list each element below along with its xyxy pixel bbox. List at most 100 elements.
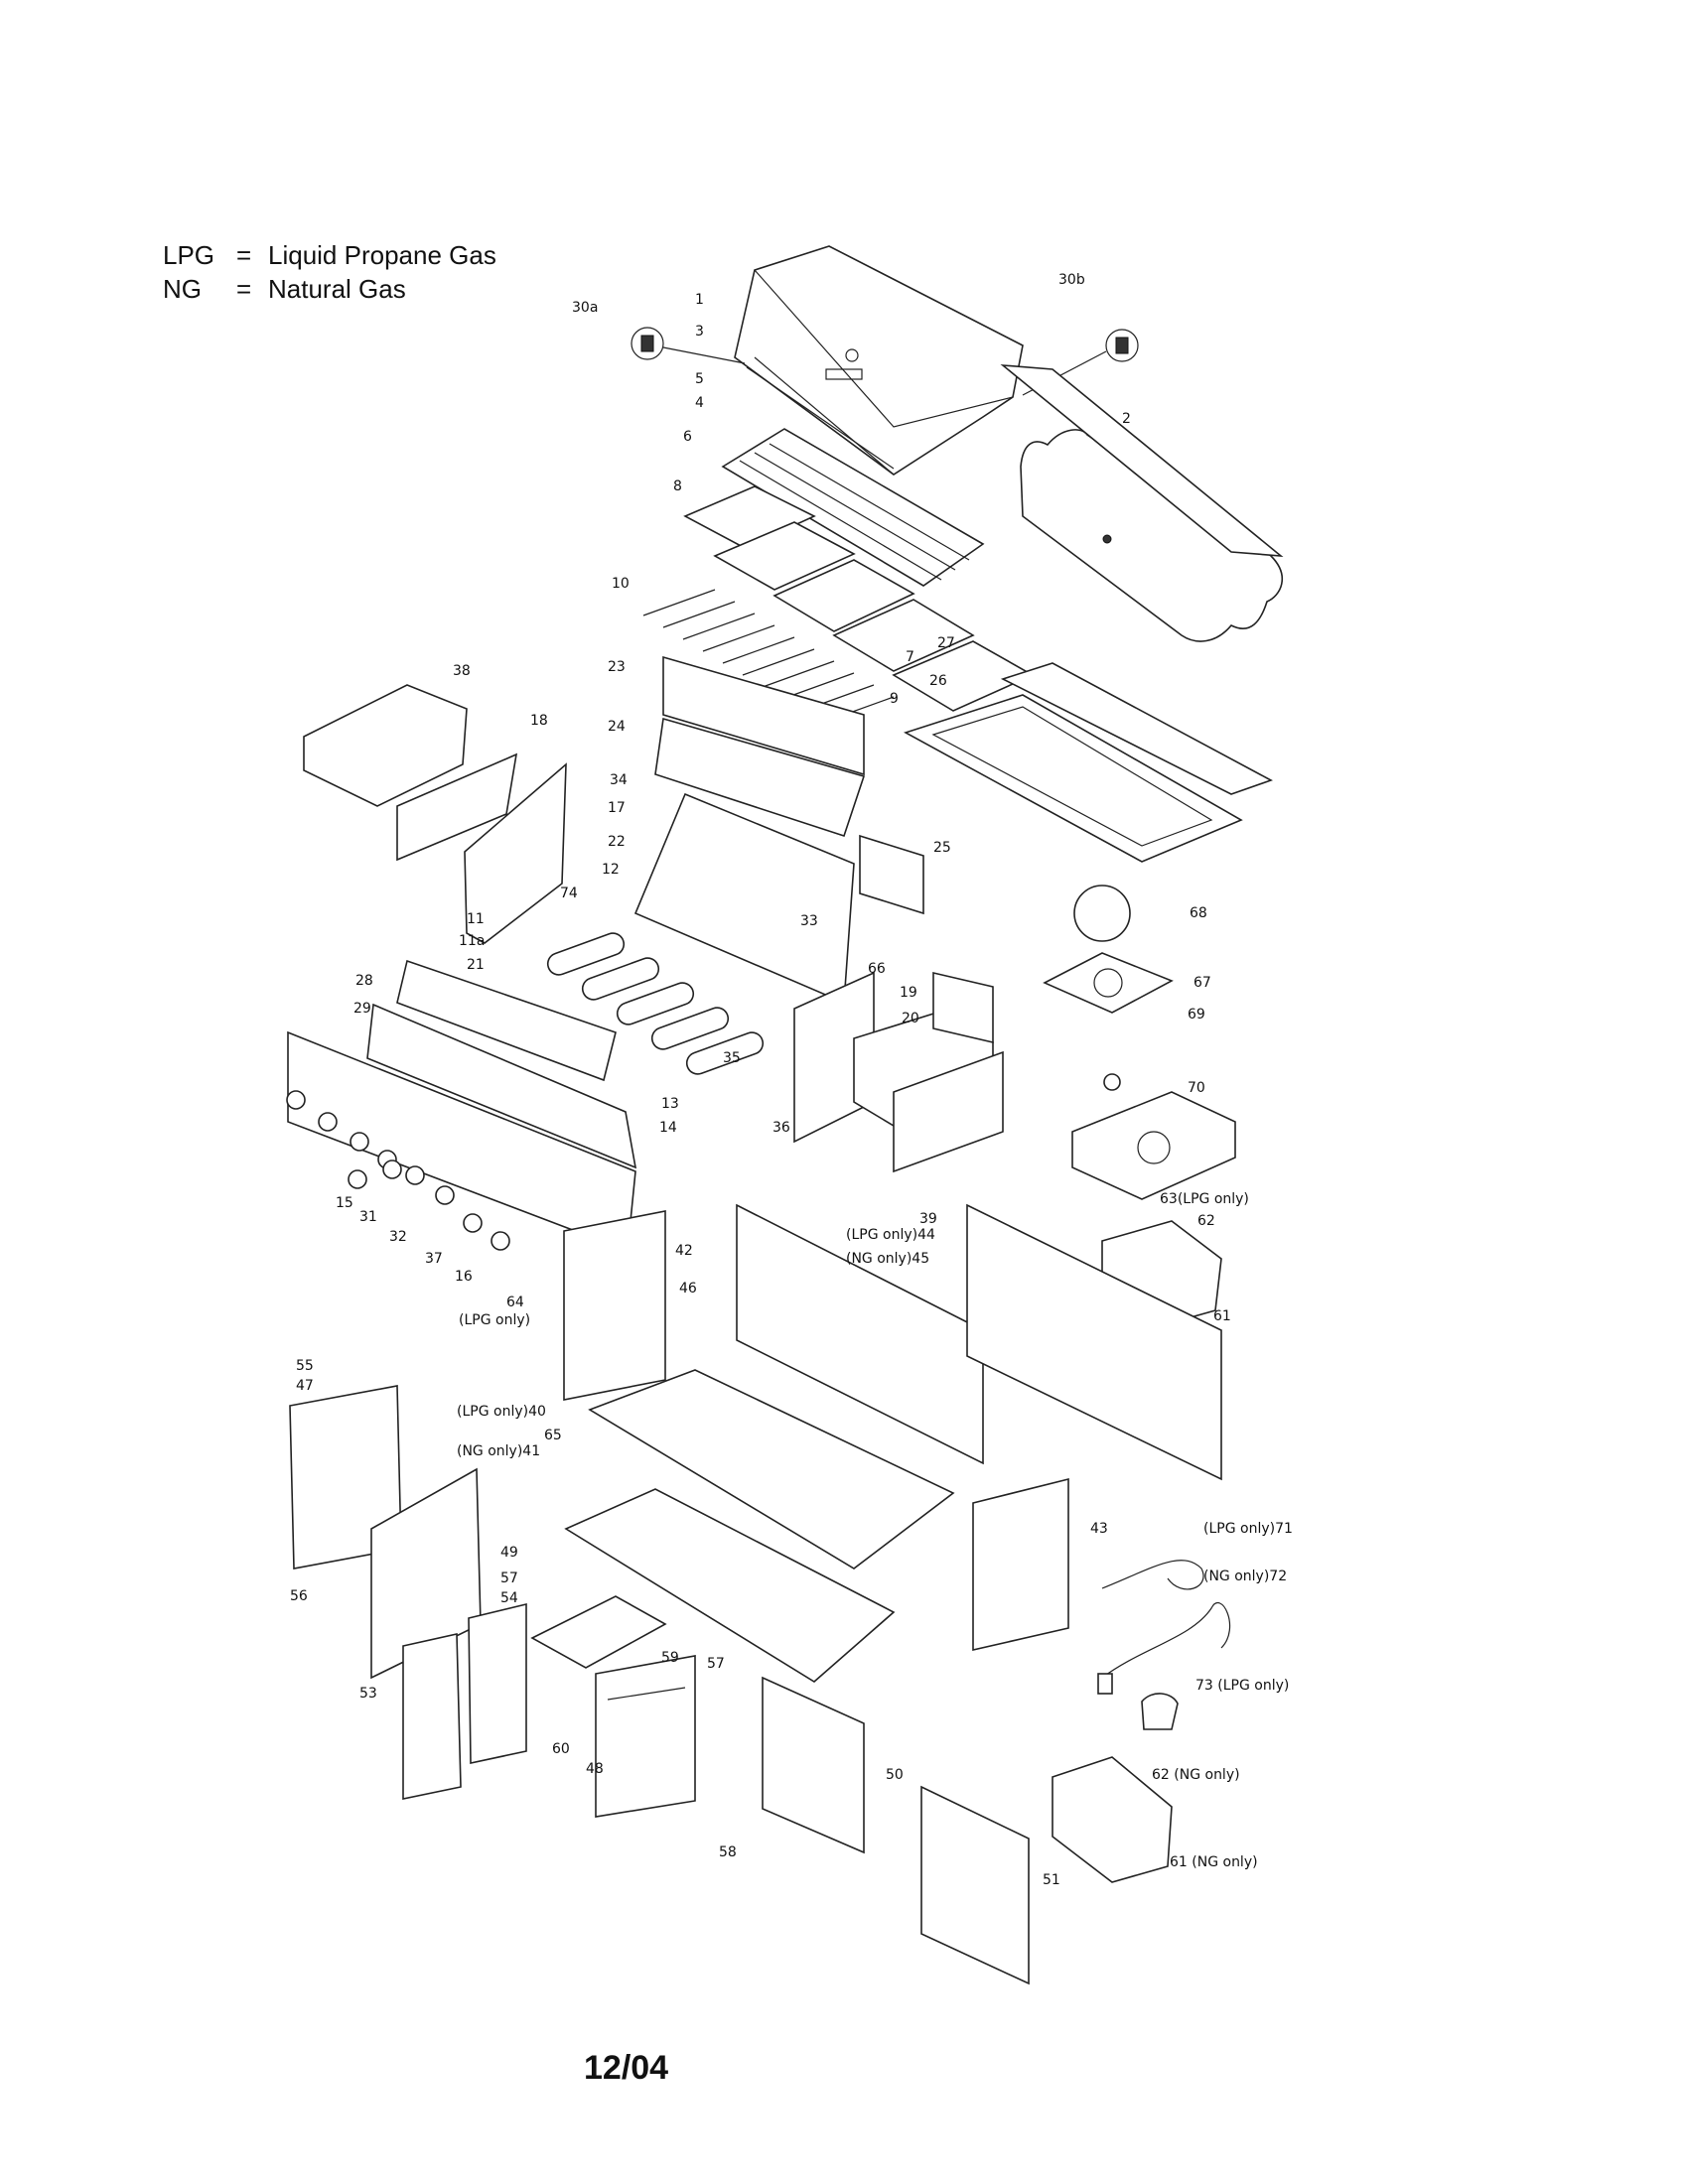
callout-62: 62 [1197,1213,1215,1229]
legend-abbr: LPG [163,240,215,270]
callout-44: (LPG only)44 [846,1227,935,1243]
callout-68: 68 [1190,905,1207,921]
part-cooking-grates [683,485,1035,712]
callout-42: 42 [675,1243,693,1259]
callout-17: 17 [608,800,626,816]
callout-55: 55 [296,1358,314,1374]
callout-66: 66 [868,961,886,977]
callout-28: 28 [355,973,373,989]
part-side-panel-left [396,752,567,944]
callout-1: 1 [695,292,704,308]
callout-51: 51 [1043,1872,1060,1888]
part-side-burner-assembly [1043,885,1236,1200]
callout-47-right: 47 [296,1378,314,1394]
callout-38: 38 [453,663,471,679]
part-handle-end-left [631,327,746,364]
part-back-panel-lpg [736,1203,984,1465]
callout-30b: 30b [1058,272,1085,288]
callout-11: 11 [467,911,485,927]
part-lid [734,245,1024,476]
legend-equals: = [236,274,252,304]
part-bottom-shelf-lpg [588,1369,955,1570]
callout-25: 25 [933,840,951,856]
part-control-knobs [286,1090,510,1251]
callout-40: (LPG only)40 [457,1404,546,1420]
callout-61-ng: 61 (NG only) [1170,1854,1258,1870]
callout-70: 70 [1188,1080,1205,1096]
part-grease-tray [903,363,1284,863]
callout-22: 22 [608,834,626,850]
callout-53: 53 [359,1686,377,1702]
callout-24: 24 [608,719,626,735]
callout-57-left: 57 [500,1570,518,1586]
callout-7: 7 [906,649,914,665]
callout-4: 4 [695,395,704,411]
callout-23: 23 [608,659,626,675]
callout-34: 34 [610,772,628,788]
legend-meaning: Liquid Propane Gas [268,240,496,270]
callout-37: 37 [425,1251,443,1267]
callout-67: 67 [1193,975,1211,991]
callout-labels: 1 2 3 4 5 6 7 8 9 10 11 11a 12 13 14 15 … [290,272,1293,1888]
part-door-center [595,1655,696,1818]
callout-20: 20 [902,1011,919,1026]
callout-50: 50 [886,1767,904,1783]
callout-11a: 11a [459,933,485,949]
legend-meaning: Natural Gas [268,274,406,304]
callout-10: 10 [612,576,630,592]
callout-32: 32 [389,1229,407,1245]
callout-35: 35 [723,1050,741,1066]
callout-41: (NG only)41 [457,1443,540,1459]
callout-2: 2 [1122,411,1131,427]
part-rear-panels [654,655,866,838]
callout-45: (NG only)45 [846,1251,929,1267]
callout-13: 13 [661,1096,679,1112]
callout-9: 9 [890,691,899,707]
callout-26: 26 [929,673,947,689]
callout-18: 18 [530,713,548,729]
part-burners [546,932,765,1075]
callout-14: 14 [659,1120,677,1136]
callout-8: 8 [673,478,682,494]
part-flavor-bars [642,589,895,724]
revision-date: 12/04 [584,2049,669,2087]
callout-48: 48 [586,1761,604,1777]
part-lid-liner [1020,429,1283,642]
callout-65: 65 [544,1428,562,1443]
callout-64-note: (LPG only) [459,1312,530,1328]
callout-5: 5 [695,371,704,387]
callout-57-right: 57 [707,1656,725,1672]
callout-60: 60 [552,1741,570,1757]
callout-29: 29 [353,1001,371,1017]
callout-54: 54 [500,1590,518,1606]
callout-58: 58 [719,1844,737,1860]
legend-row-lpg: LPG = Liquid Propane Gas [163,238,496,272]
part-bottom-shelf-ng [564,1488,896,1683]
legend-row-ng: NG = Natural Gas [163,272,496,306]
callout-6: 6 [683,429,692,445]
callout-62-ng: 62 (NG only) [1152,1767,1240,1783]
callout-36: 36 [772,1120,790,1136]
callout-43: 43 [1090,1521,1108,1537]
part-rear-cabinet-panel [920,1785,1030,1985]
callout-63: 63(LPG only) [1160,1191,1249,1207]
callout-46: 46 [679,1281,697,1297]
callout-73: 73 (LPG only) [1195,1678,1289,1694]
callout-49: 49 [500,1545,518,1561]
part-side-plate [859,834,924,915]
part-gas-hoses [1097,1560,1231,1730]
callout-56: 56 [290,1588,308,1604]
part-manifold-panels [287,959,637,1253]
callout-16: 16 [455,1269,473,1285]
part-cabinet-side-right [972,1477,1069,1652]
callout-31: 31 [359,1209,377,1225]
part-side-burner-lid [303,684,468,807]
callout-74: 74 [560,886,578,901]
part-side-burner-box [793,971,1004,1173]
callout-64: 64 [506,1295,524,1310]
part-lower-panels-left [370,1467,667,1800]
part-door-right [762,1676,865,1854]
legend: LPG = Liquid Propane Gas NG = Natural Ga… [163,238,496,306]
callout-61: 61 [1213,1308,1231,1324]
part-basket-ng [1052,1756,1173,1883]
